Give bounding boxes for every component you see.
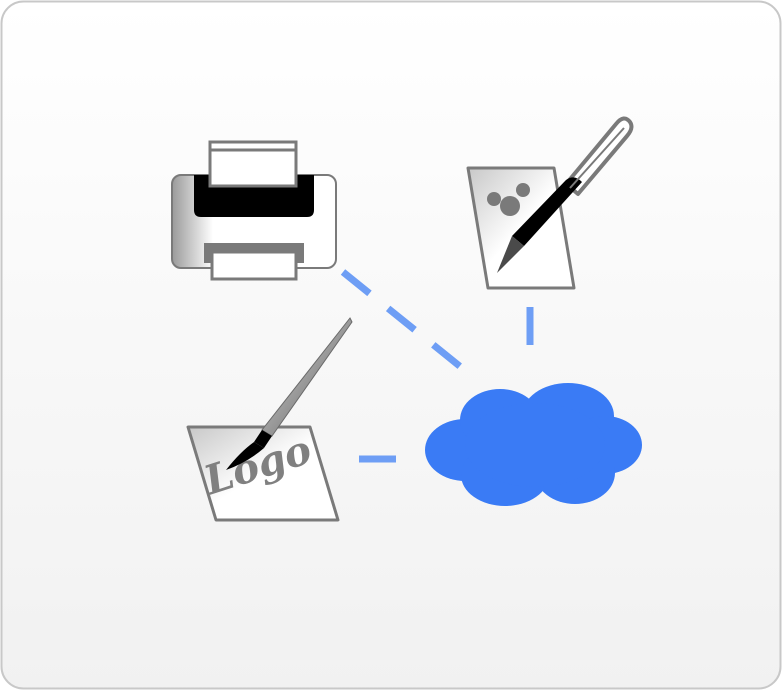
printer-paper-out bbox=[210, 250, 298, 281]
logo-design-icon: Logo bbox=[186, 317, 353, 522]
brush-icon bbox=[226, 317, 353, 470]
pen-nib bbox=[497, 236, 524, 273]
connector-printer-cloud bbox=[340, 269, 465, 371]
mouse-stamp-icon bbox=[487, 183, 530, 216]
printer-icon bbox=[171, 140, 337, 281]
pen-clip bbox=[569, 127, 625, 189]
pen-icon bbox=[497, 116, 634, 273]
printer-paper-top-front bbox=[208, 148, 298, 188]
pen-barrel bbox=[512, 177, 582, 246]
connectors bbox=[340, 269, 534, 463]
brush-ferrule bbox=[254, 430, 272, 448]
cloud-icon bbox=[425, 383, 642, 506]
pen-design-icon bbox=[466, 116, 634, 290]
brush-tip bbox=[226, 442, 264, 470]
